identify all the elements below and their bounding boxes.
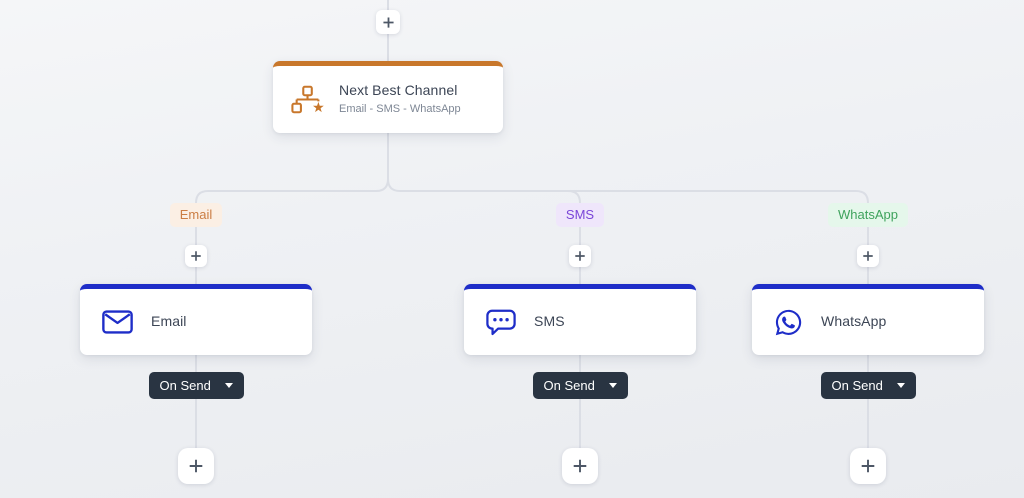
branch-sms: SMS SMS On Send	[464, 203, 696, 484]
plus-icon	[861, 249, 875, 263]
whatsapp-node[interactable]: WhatsApp	[752, 284, 984, 355]
node-title: Email	[151, 313, 187, 329]
email-node[interactable]: Email	[80, 284, 312, 355]
add-step-button-sms[interactable]	[569, 245, 591, 267]
branch-email: Email Email On Send	[80, 203, 312, 484]
branch-label-sms: SMS	[555, 203, 605, 227]
node-title: SMS	[534, 313, 565, 329]
branch-label-email: Email	[169, 203, 223, 227]
add-step-button-email[interactable]	[185, 245, 207, 267]
trigger-label: On Send	[543, 378, 595, 393]
plus-icon	[573, 249, 587, 263]
add-step-button-sms-end[interactable]	[562, 448, 598, 484]
add-step-button-whatsapp-end[interactable]	[850, 448, 886, 484]
node-title: WhatsApp	[821, 313, 887, 329]
sms-bubble-icon	[486, 309, 516, 336]
add-step-button-whatsapp[interactable]	[857, 245, 879, 267]
branch-label-whatsapp: WhatsApp	[828, 203, 908, 227]
hierarchy-star-icon	[291, 85, 325, 114]
envelope-icon	[102, 310, 133, 334]
trigger-label: On Send	[831, 378, 883, 393]
node-title: Next Best Channel	[339, 82, 458, 99]
sms-trigger-dropdown[interactable]: On Send	[532, 372, 628, 399]
node-subtitle: Email - SMS - WhatsApp	[339, 102, 461, 115]
plus-icon	[571, 457, 589, 475]
next-best-channel-node[interactable]: Next Best Channel Email - SMS - WhatsApp	[273, 61, 503, 133]
plus-icon	[859, 457, 877, 475]
plus-icon	[189, 249, 203, 263]
plus-icon	[187, 457, 205, 475]
trigger-label: On Send	[159, 378, 211, 393]
whatsapp-icon	[774, 308, 803, 337]
chevron-down-icon	[224, 383, 233, 388]
add-step-button-root[interactable]	[376, 10, 400, 34]
chevron-down-icon	[608, 383, 617, 388]
chevron-down-icon	[896, 383, 905, 388]
email-trigger-dropdown[interactable]: On Send	[148, 372, 244, 399]
branch-whatsapp: WhatsApp WhatsApp On Send	[752, 203, 984, 484]
add-step-button-email-end[interactable]	[178, 448, 214, 484]
whatsapp-trigger-dropdown[interactable]: On Send	[820, 372, 916, 399]
sms-node[interactable]: SMS	[464, 284, 696, 355]
plus-icon	[381, 15, 396, 30]
